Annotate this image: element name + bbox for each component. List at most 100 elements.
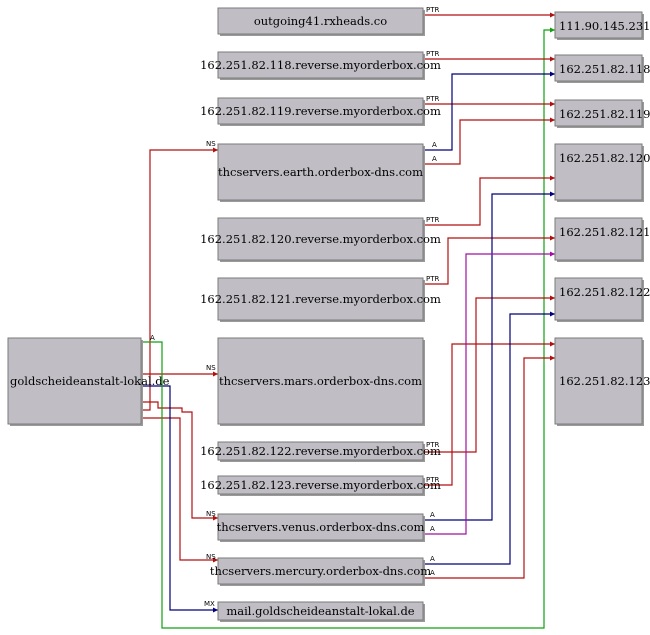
node-label: 162.251.82.120.reverse.myorderbox.com — [200, 232, 441, 246]
node-ip231[interactable]: 111.90.145.231 — [554, 11, 650, 40]
node-label: mail.goldscheideanstalt-lokal.de — [226, 604, 414, 618]
edge-mercury-to-ip123: A — [423, 355, 555, 579]
edge-arrowhead — [213, 371, 218, 377]
node-label: 162.251.82.118.reverse.myorderbox.com — [200, 58, 441, 72]
node-earth[interactable]: thcservers.earth.orderbox-dns.com — [217, 143, 425, 202]
edge-label: PTR — [426, 476, 439, 484]
edge-line — [423, 253, 555, 535]
node-gold[interactable]: goldscheideanstalt-lokal.de — [7, 337, 170, 426]
edge-gold-to-mars: NS — [141, 364, 218, 377]
node-label: outgoing41.rxheads.co — [254, 14, 387, 28]
node-ip122[interactable]: 162.251.82.122 — [554, 277, 650, 322]
node-label: 162.251.82.122 — [559, 285, 650, 299]
node-rx[interactable]: outgoing41.rxheads.co — [217, 7, 425, 36]
node-mercury[interactable]: thcservers.mercury.orderbox-dns.com — [210, 557, 431, 586]
edge-gold-to-mail: MX — [141, 385, 218, 613]
node-box — [554, 99, 643, 127]
edge-r119-to-ip119: PTR — [423, 95, 555, 107]
node-label: 162.251.82.120 — [559, 151, 650, 165]
edge-label: A — [430, 525, 435, 533]
node-box — [554, 54, 643, 82]
node-box — [217, 337, 424, 425]
node-box — [554, 217, 643, 261]
node-ip118[interactable]: 162.251.82.118 — [554, 54, 650, 83]
node-venus[interactable]: thcservers.venus.orderbox-dns.com — [217, 513, 425, 542]
edge-arrowhead — [213, 515, 218, 521]
edge-venus-to-ip120: A — [423, 191, 555, 521]
edge-arrowhead — [213, 557, 218, 563]
nodes-layer: goldscheideanstalt-lokal.de outgoing41.rx… — [7, 7, 650, 622]
node-box — [554, 143, 643, 201]
node-box — [217, 441, 424, 461]
edge-line — [423, 237, 555, 285]
edge-gold-to-ip231: A — [141, 27, 555, 629]
node-mars[interactable]: thcservers.mars.orderbox-dns.com — [217, 337, 425, 426]
edge-arrowhead — [550, 295, 555, 301]
edge-arrowhead — [550, 101, 555, 107]
edge-label: PTR — [426, 275, 439, 283]
edge-arrowhead — [213, 147, 218, 153]
node-box — [217, 557, 424, 585]
edge-r122-to-ip122: PTR — [423, 295, 555, 453]
node-r118[interactable]: 162.251.82.118.reverse.myorderbox.com — [200, 51, 441, 80]
node-r121[interactable]: 162.251.82.121.reverse.myorderbox.com — [200, 277, 441, 322]
edge-arrowhead — [550, 311, 555, 317]
edge-label: PTR — [426, 441, 439, 449]
edge-line — [423, 297, 555, 453]
edge-arrowhead — [550, 175, 555, 181]
node-box — [554, 277, 643, 321]
node-r122[interactable]: 162.251.82.122.reverse.myorderbox.com — [200, 441, 441, 462]
node-box — [554, 337, 643, 425]
node-box — [217, 97, 424, 125]
edge-label: PTR — [426, 6, 439, 14]
edge-label: PTR — [426, 95, 439, 103]
edge-earth-to-ip119: A — [423, 117, 555, 165]
node-ip119[interactable]: 162.251.82.119 — [554, 99, 650, 128]
edge-arrowhead — [550, 235, 555, 241]
edge-arrowhead — [550, 12, 555, 18]
node-label: 162.251.82.121 — [559, 225, 650, 239]
edge-arrowhead — [550, 56, 555, 62]
edge-venus-to-ip121: A — [423, 251, 555, 535]
node-ip120[interactable]: 162.251.82.120 — [554, 143, 650, 202]
node-box — [217, 143, 424, 201]
edge-arrowhead — [550, 71, 555, 77]
node-box — [217, 7, 424, 35]
node-label: thcservers.mars.orderbox-dns.com — [219, 374, 422, 388]
node-box — [7, 337, 142, 425]
edge-line — [423, 73, 555, 151]
edge-line — [141, 29, 555, 629]
edge-line — [423, 343, 555, 486]
node-ip121[interactable]: 162.251.82.121 — [554, 217, 650, 262]
edge-arrowhead — [550, 191, 555, 197]
node-label: thcservers.earth.orderbox-dns.com — [218, 165, 423, 179]
node-r123[interactable]: 162.251.82.123.reverse.myorderbox.com — [200, 475, 441, 496]
node-label: 162.251.82.121.reverse.myorderbox.com — [200, 292, 441, 306]
edge-earth-to-ip118: A — [423, 71, 555, 151]
edge-r123-to-ip123: PTR — [423, 341, 555, 486]
node-box — [217, 475, 424, 495]
edge-arrowhead — [550, 27, 555, 33]
edge-arrowhead — [550, 251, 555, 257]
edge-line — [141, 149, 218, 411]
node-box — [217, 277, 424, 321]
edge-label: PTR — [426, 50, 439, 58]
node-r120[interactable]: 162.251.82.120.reverse.myorderbox.com — [200, 217, 441, 262]
edge-rx-to-ip231: PTR — [423, 6, 555, 18]
node-mail[interactable]: mail.goldscheideanstalt-lokal.de — [217, 601, 425, 622]
edge-label: PTR — [426, 216, 439, 224]
edge-gold-to-venus: NS — [141, 401, 218, 521]
node-box — [217, 217, 424, 261]
node-label: 162.251.82.123.reverse.myorderbox.com — [200, 478, 441, 492]
node-label: 162.251.82.122.reverse.myorderbox.com — [200, 444, 441, 458]
edge-line — [141, 401, 218, 519]
edge-arrowhead — [550, 341, 555, 347]
edge-arrowhead — [213, 607, 218, 613]
node-label: 162.251.82.119.reverse.myorderbox.com — [200, 104, 441, 118]
node-r119[interactable]: 162.251.82.119.reverse.myorderbox.com — [200, 97, 441, 126]
node-ip123[interactable]: 162.251.82.123 — [554, 337, 650, 426]
node-label: thcservers.venus.orderbox-dns.com — [217, 520, 425, 534]
edge-line — [141, 385, 218, 611]
edge-line — [423, 119, 555, 165]
